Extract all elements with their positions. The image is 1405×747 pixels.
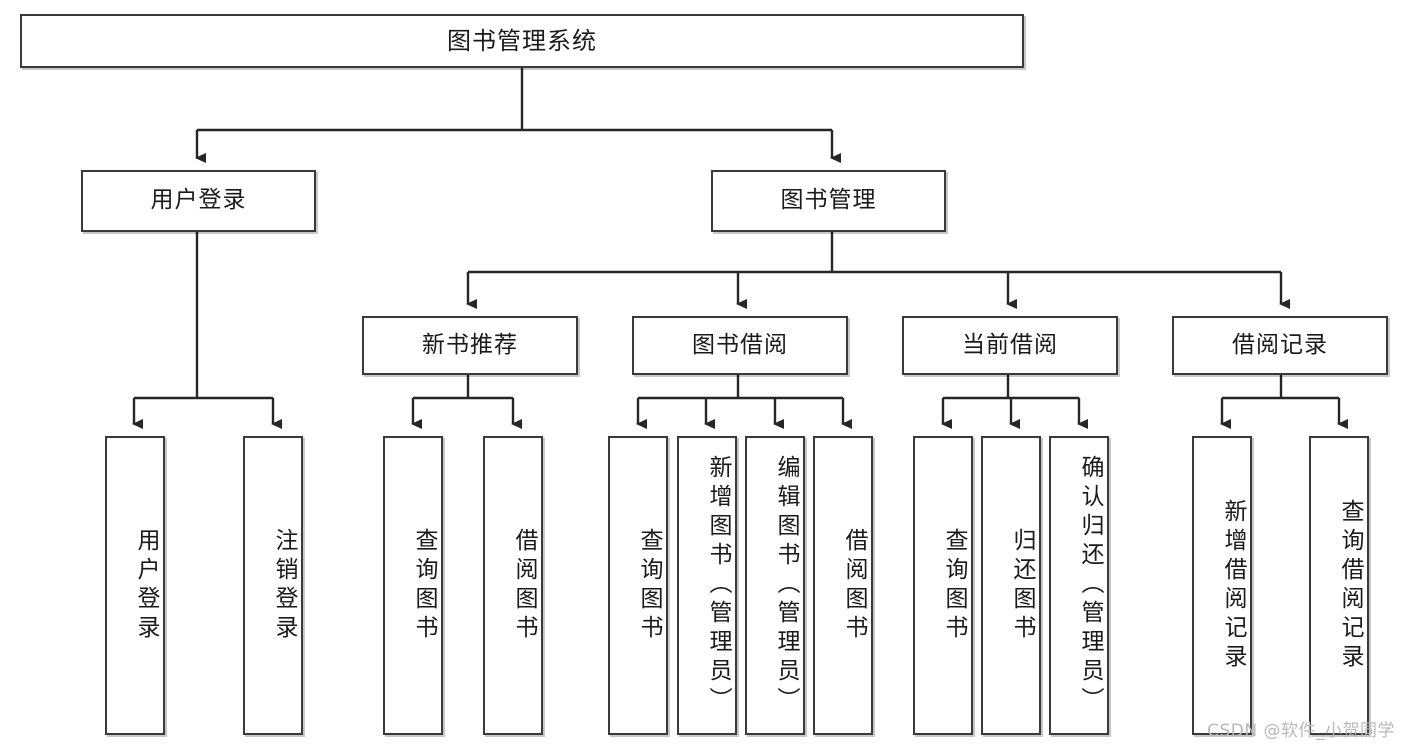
leaf-book-borrow-1[interactable]: 查询图书 (608, 436, 668, 735)
node-new-book-recommend[interactable]: 新书推荐 (362, 316, 578, 375)
leaf-current-borrow-2[interactable]: 归还图书 (981, 436, 1041, 735)
node-root-system[interactable]: 图书管理系统 (20, 14, 1024, 68)
leaf-label: 新增借阅记录 (1220, 498, 1246, 673)
leaf-label: 确认归还（管理员） (1077, 455, 1103, 716)
node-book-management[interactable]: 图书管理 (711, 170, 946, 232)
leaf-current-borrow-1[interactable]: 查询图书 (913, 436, 973, 735)
leaf-new-book-1[interactable]: 查询图书 (383, 436, 443, 735)
leaf-label: 查询图书 (411, 527, 437, 644)
leaf-current-borrow-3[interactable]: 确认归还（管理员） (1049, 436, 1109, 735)
watermark: CSDN @软件_小贺同学 (1207, 721, 1395, 741)
leaf-label: 借阅图书 (841, 527, 867, 644)
leaf-book-borrow-2[interactable]: 新增图书（管理员） (677, 436, 737, 735)
leaf-book-borrow-4[interactable]: 借阅图书 (813, 436, 873, 735)
leaf-user-login-2[interactable]: 注销登录 (243, 436, 303, 735)
leaf-label: 新增图书（管理员） (705, 455, 731, 716)
leaf-label: 注销登录 (271, 527, 297, 644)
leaf-new-book-2[interactable]: 借阅图书 (483, 436, 543, 735)
node-current-borrow[interactable]: 当前借阅 (902, 316, 1118, 375)
leaf-book-borrow-3[interactable]: 编辑图书（管理员） (745, 436, 805, 735)
leaf-label: 用户登录 (133, 527, 159, 644)
leaf-label: 查询借阅记录 (1337, 498, 1363, 673)
leaf-label: 查询图书 (941, 527, 967, 644)
node-borrow-record[interactable]: 借阅记录 (1172, 316, 1388, 375)
leaf-label: 编辑图书（管理员） (773, 455, 799, 716)
leaf-user-login-1[interactable]: 用户登录 (105, 436, 165, 735)
leaf-borrow-record-1[interactable]: 新增借阅记录 (1192, 436, 1252, 735)
leaf-label: 借阅图书 (511, 527, 537, 644)
leaf-label: 归还图书 (1009, 527, 1035, 644)
leaf-label: 查询图书 (636, 527, 662, 644)
leaf-borrow-record-2[interactable]: 查询借阅记录 (1309, 436, 1369, 735)
node-book-borrow[interactable]: 图书借阅 (632, 316, 848, 375)
node-user-login[interactable]: 用户登录 (81, 170, 316, 232)
